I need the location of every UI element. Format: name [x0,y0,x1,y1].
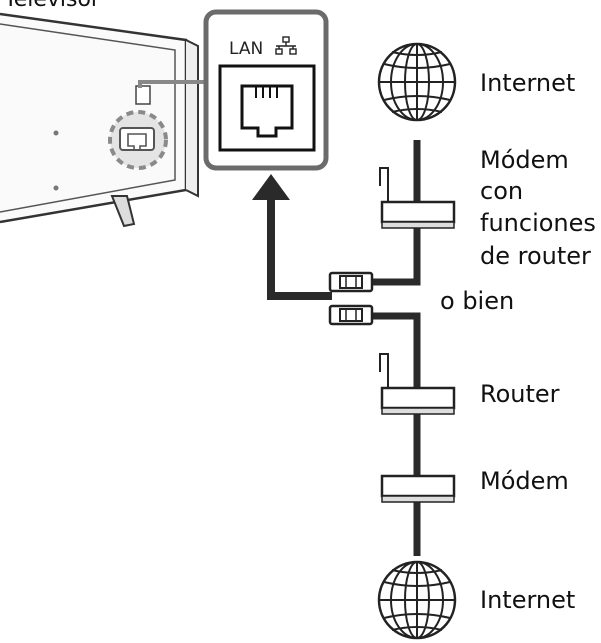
label-modem-router-line3: funciones [480,209,596,237]
tv-caption: Televisor [3,0,101,12]
callout-line [138,80,212,88]
label-router: Router [480,380,560,408]
router-device [379,353,456,415]
label-internet-bottom: Internet [480,586,575,614]
cable-bottom-network [372,312,421,556]
label-modem-router-line1: Módem [480,146,569,174]
label-modem-router-line2: con [480,177,523,205]
tv-lan-port [135,85,151,105]
rj45-connector-top [328,271,374,293]
rj45-connector-bottom [328,304,374,326]
tv-rear [0,12,212,228]
lan-label: LAN [229,39,263,59]
lan-callout-panel: LAN [203,9,329,171]
arrow-up-icon [252,174,332,300]
modem-router-device [379,167,456,229]
cable-top-network [372,140,421,286]
tv-stand [110,195,136,228]
label-internet-top: Internet [480,69,575,97]
network-icon [275,36,297,55]
modem-device [380,474,456,503]
globe-icon-top [377,42,457,122]
label-modem: Módem [480,467,569,495]
label-or: o bien [440,287,514,315]
label-modem-router-line4: de router [480,242,591,270]
ethernet-port-icon [218,64,316,152]
globe-icon-bottom [377,560,457,640]
tv-port-icon [119,127,155,151]
